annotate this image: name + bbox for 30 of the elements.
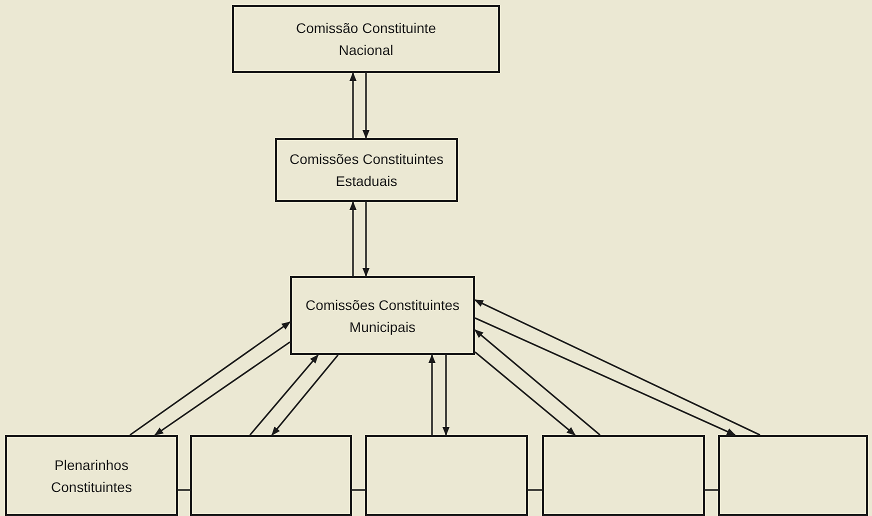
arrow <box>154 341 290 436</box>
arrow <box>349 72 357 138</box>
arrow <box>130 321 291 436</box>
organization-box <box>290 276 475 355</box>
arrow <box>474 351 576 436</box>
arrow <box>428 354 436 435</box>
arrow <box>474 299 760 436</box>
connector-line <box>528 489 542 491</box>
box-label: Plenarinhos Constituintes <box>50 456 133 496</box>
arrow <box>349 201 357 276</box>
arrow <box>362 73 370 139</box>
organization-box <box>5 435 178 516</box>
empty-box <box>190 435 352 516</box>
connector-line <box>705 489 718 491</box>
arrow <box>474 329 601 436</box>
organization-box <box>275 138 458 202</box>
organization-box <box>232 5 500 73</box>
arrow <box>249 354 319 436</box>
box-label: Comissões Constituintes Estaduais <box>288 150 445 191</box>
connector-line <box>178 489 190 491</box>
box-label: Comissões Constituintes Municipais <box>304 296 461 337</box>
empty-box <box>365 435 528 516</box>
empty-box <box>542 435 705 516</box>
arrow <box>362 202 370 277</box>
box-label: Comissão Constituinte Nacional <box>294 19 438 60</box>
arrow <box>442 355 450 436</box>
arrow <box>271 354 339 436</box>
connector-line <box>352 489 365 491</box>
empty-box <box>718 435 868 516</box>
arrow <box>474 317 736 436</box>
